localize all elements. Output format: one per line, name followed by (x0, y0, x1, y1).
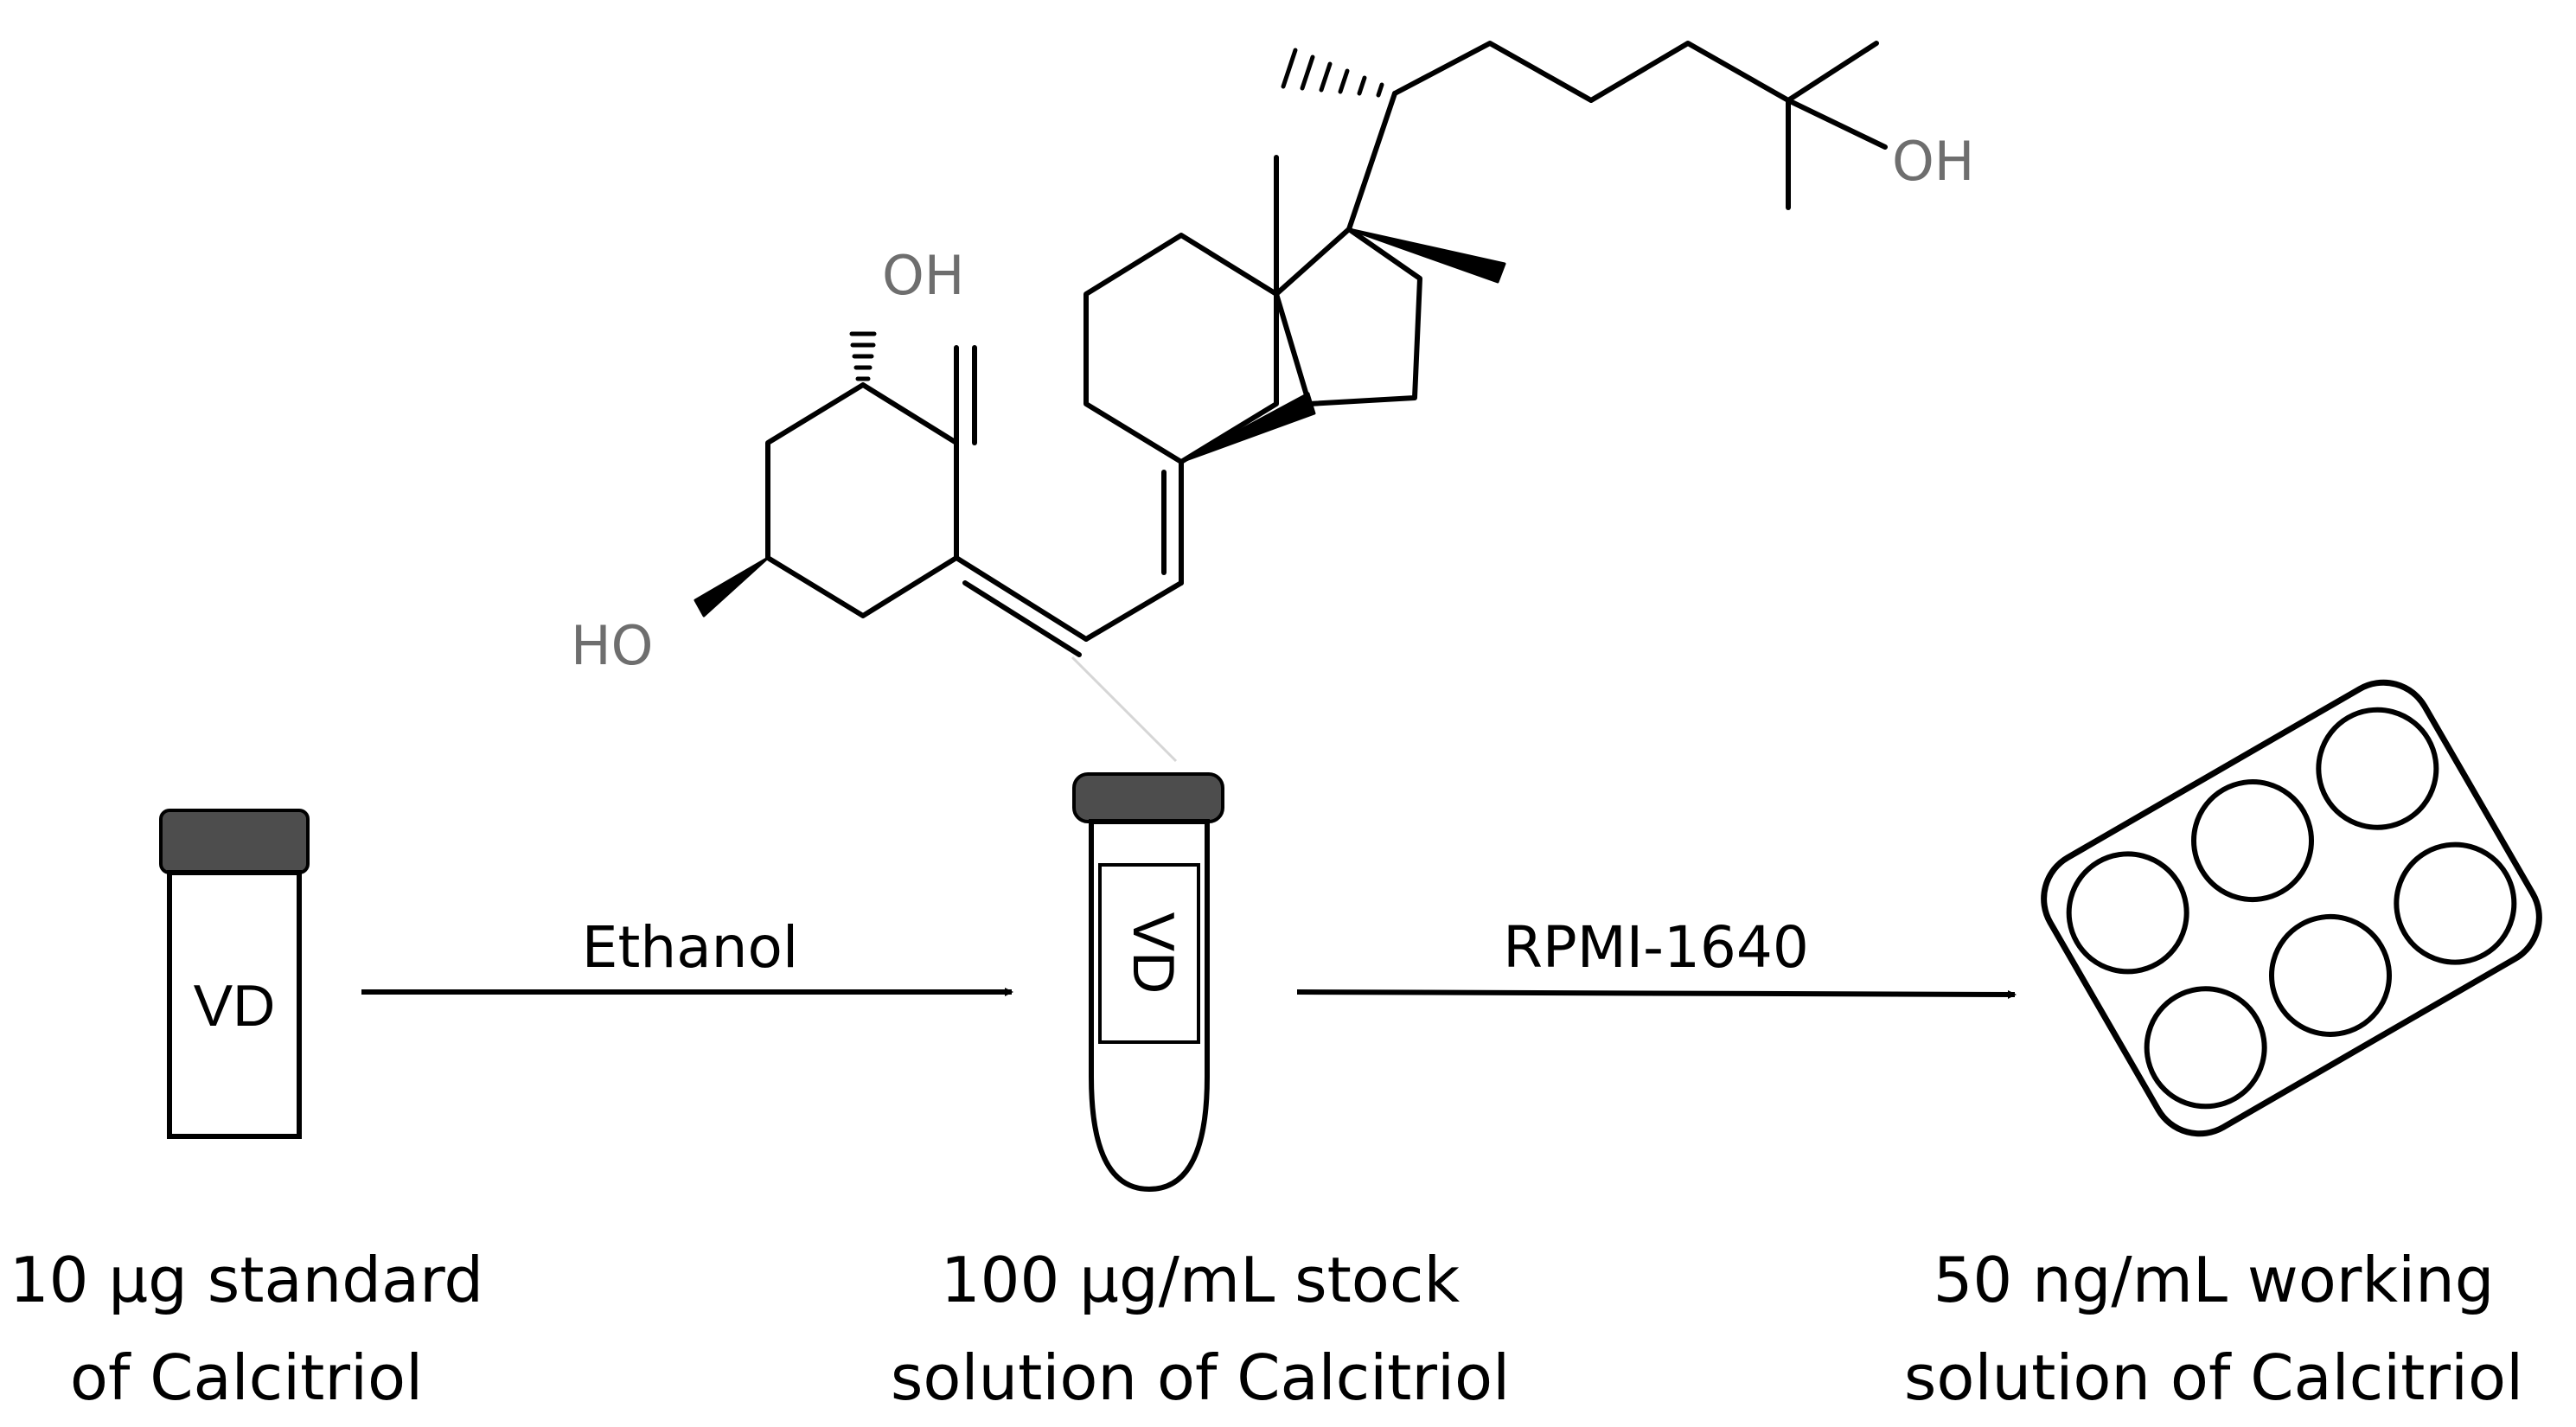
plate-well (2191, 779, 2314, 903)
plate-wells (2066, 707, 2517, 1110)
tube-caption-line2: solution of Calcitriol (891, 1341, 1510, 1414)
vial-caption-line2: of Calcitriol (70, 1341, 423, 1414)
vial-label: VD (194, 973, 275, 1039)
six-well-plate (2041, 679, 2542, 1137)
calcitriol-structure (694, 41, 1888, 657)
c-ring (1083, 233, 1279, 464)
plate-caption-line1: 50 ng/mL working (1934, 1244, 2495, 1316)
tube-label-box (1098, 863, 1200, 1044)
plate-well (2144, 986, 2267, 1110)
molecule-to-tube-connector (1071, 656, 1178, 763)
hashed-bond-c1-oh (849, 331, 877, 381)
arrow-rpmi (1296, 989, 2017, 999)
a-ring (765, 382, 959, 618)
side-chain (1392, 41, 1791, 103)
stock-tube (1072, 772, 1224, 1193)
vial-body (167, 870, 302, 1139)
step-label-ethanol: Ethanol (582, 914, 798, 981)
standard-vial (159, 809, 310, 1139)
plate-caption-line2: solution of Calcitriol (1904, 1341, 2523, 1414)
tube-cap (1072, 772, 1224, 823)
wedge-c-ring (1179, 392, 1316, 464)
atom-oh-c1: OH (882, 244, 964, 307)
hashed-bond-c20-methyl (1281, 48, 1384, 98)
plate-well (2394, 841, 2517, 965)
plate-well (2066, 851, 2189, 975)
wedge-c3-ho (694, 556, 770, 618)
tube-label: VD (1121, 912, 1186, 994)
d-ring (1274, 227, 1422, 406)
vial-caption-line1: 10 µg standard (10, 1244, 483, 1316)
atom-ho-c3: HO (571, 614, 653, 677)
tube-caption-line1: 100 µg/mL stock (941, 1244, 1461, 1316)
plate-well (2316, 707, 2439, 830)
wedge-c17 (1347, 227, 1506, 284)
step-label-rpmi: RPMI-1640 (1503, 914, 1809, 981)
plate-well (2269, 913, 2392, 1037)
atom-oh-c25: OH (1892, 130, 1974, 193)
vial-cap (159, 809, 310, 874)
